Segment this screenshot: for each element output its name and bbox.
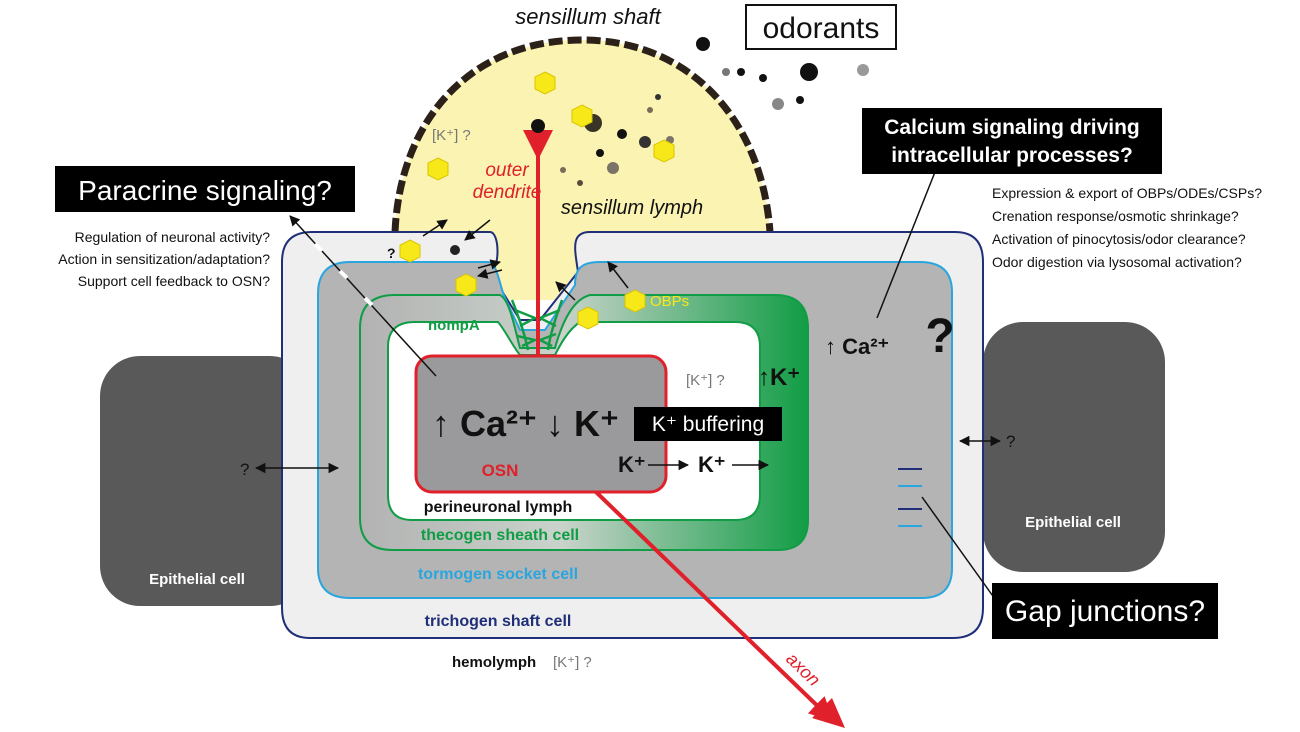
- calcium-box: [862, 108, 1162, 174]
- k-plus-2: K⁺: [698, 452, 726, 477]
- k-question-top: [K⁺] ?: [432, 127, 471, 144]
- sensillum-shaft-label: sensillum shaft: [515, 4, 661, 29]
- epithelial-left-label: Epithelial cell: [149, 571, 245, 588]
- calcium-title-1: Calcium signaling driving: [884, 116, 1140, 139]
- paracrine-item-1: Regulation of neuronal activity?: [75, 229, 271, 245]
- calcium-item-3: Activation of pinocytosis/odor clearance…: [992, 231, 1246, 247]
- small-question-top: ?: [387, 245, 396, 261]
- odorants-label: odorants: [763, 12, 880, 45]
- epithelial-right-label: Epithelial cell: [1025, 514, 1121, 531]
- k-up-label: ↑K⁺: [758, 364, 800, 391]
- k-question-hemo: [K⁺] ?: [553, 654, 592, 671]
- ca-up-osn: ↑ Ca²⁺: [432, 403, 537, 444]
- odorant-particles: [450, 37, 869, 288]
- sensillum-shaft-cuticle: [391, 36, 774, 233]
- odorants-box: [745, 4, 897, 50]
- k-plus-1: K⁺: [618, 452, 646, 477]
- paracrine-title: Paracrine signaling?: [78, 175, 332, 206]
- trichogen-label: trichogen shaft cell: [425, 613, 572, 630]
- obps-label: OBPs: [650, 293, 689, 310]
- outer-dendrite-label-2: dendrite: [473, 182, 542, 203]
- epithelial-cell-left: [100, 356, 310, 606]
- sensillum-lymph-label: sensillum lymph: [561, 197, 703, 219]
- osn-label: OSN: [482, 461, 519, 480]
- big-question-mark: ?: [925, 310, 954, 363]
- thecogen-label: thecogen sheath cell: [421, 527, 579, 544]
- tormogen-label: tormogen socket cell: [418, 566, 578, 583]
- perineuronal-lymph-label: perineuronal lymph: [424, 499, 572, 516]
- axon-label: axon: [782, 648, 824, 690]
- paracrine-item-2: Action in sensitization/adaptation?: [58, 251, 270, 267]
- calcium-item-4: Odor digestion via lysosomal activation?: [992, 254, 1242, 270]
- ca-up-outer: ↑ Ca²⁺: [825, 334, 889, 359]
- paracrine-ticks: [313, 242, 374, 307]
- calcium-title-2: intracellular processes?: [891, 144, 1133, 167]
- gap-junctions-box: [992, 583, 1218, 639]
- calcium-pointer-line: [876, 171, 936, 319]
- left-question-mark: ?: [240, 460, 249, 479]
- epithelial-cell-right: [983, 322, 1165, 572]
- right-question-mark: ?: [1006, 432, 1015, 451]
- k-question-inner: [K⁺] ?: [686, 372, 725, 389]
- calcium-item-2: Crenation response/osmotic shrinkage?: [992, 208, 1239, 224]
- gap-junction-pointer-line: [921, 496, 1001, 607]
- gap-junctions-label: Gap junctions?: [1005, 595, 1205, 628]
- hemolymph-label: hemolymph: [452, 654, 536, 671]
- calcium-item-1: Expression & export of OBPs/ODEs/CSPs?: [992, 185, 1262, 201]
- k-down-osn: ↓ K⁺: [546, 403, 619, 444]
- diffusion-arrows: [422, 219, 629, 301]
- outer-dendrite-tip: [523, 130, 553, 160]
- paracrine-box: [55, 166, 355, 212]
- paracrine-item-3: Support cell feedback to OSN?: [78, 273, 270, 289]
- obp-hexagons: [399, 71, 675, 330]
- outer-dendrite-label-1: outer: [485, 160, 529, 181]
- axon-arrowhead: [812, 698, 845, 728]
- paracrine-arrow: [289, 215, 437, 377]
- k-buffering-box: [634, 407, 782, 441]
- nompa-label: nompA: [428, 317, 480, 334]
- axon-line: [594, 490, 834, 722]
- k-buffering-label: K⁺ buffering: [652, 413, 764, 436]
- gap-junction-marks: [898, 468, 922, 527]
